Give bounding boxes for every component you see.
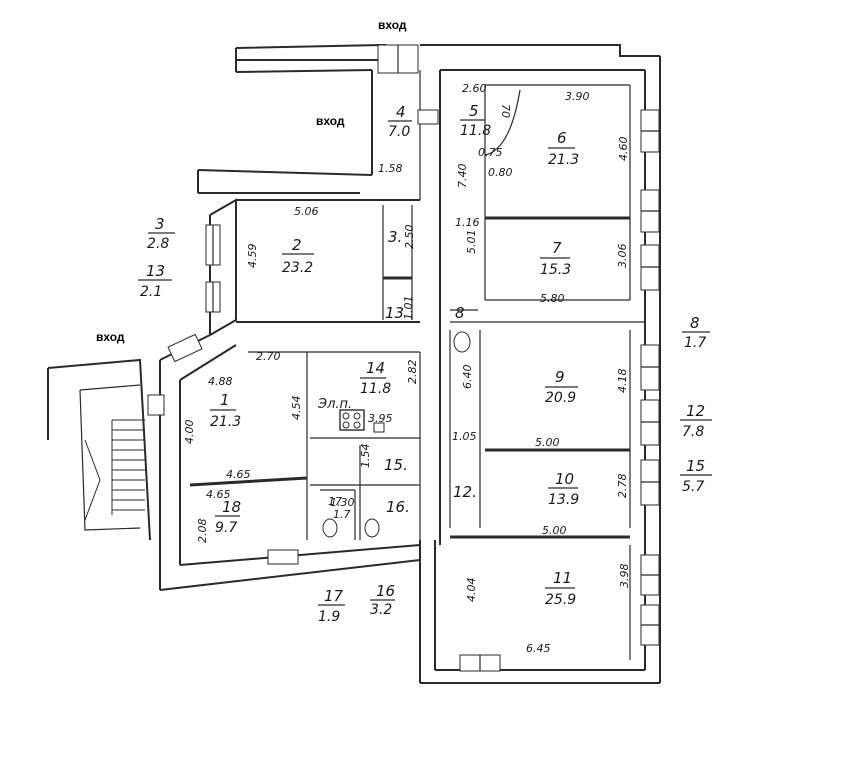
room-14-area: 11.8 bbox=[360, 381, 391, 397]
room-12-number: 12. bbox=[453, 483, 477, 501]
dim-70: 70 bbox=[499, 104, 512, 118]
dim-4-60: 4.60 bbox=[617, 137, 630, 162]
room-16-number: 16. bbox=[386, 498, 410, 516]
dim-4-59: 4.59 bbox=[246, 244, 259, 269]
room-1-number: 1 bbox=[220, 391, 230, 409]
room-4-number: 4 bbox=[396, 103, 406, 121]
dim-3-90: 3.90 bbox=[565, 90, 590, 103]
dim-5-01: 5.01 bbox=[465, 230, 478, 255]
room-4-area: 7.0 bbox=[388, 124, 410, 140]
label-15-area: 5.7 bbox=[682, 479, 704, 495]
room-2-area: 23.2 bbox=[282, 260, 313, 276]
fraction-lines bbox=[138, 119, 712, 606]
label-8-area: 1.7 bbox=[684, 335, 706, 351]
entrance-label-upper-left: вход bbox=[316, 114, 345, 128]
dim-4-88: 4.88 bbox=[208, 375, 233, 388]
dim-5-00-lower: 5.00 bbox=[542, 524, 567, 537]
room-14-number: 14 bbox=[366, 359, 385, 377]
label-17-number: 17 bbox=[324, 587, 344, 605]
dim-4-65-upper: 4.65 bbox=[226, 468, 251, 481]
dim-0-75: 0.75 bbox=[478, 146, 503, 159]
label-16-area: 3.2 bbox=[370, 602, 392, 618]
room-5-area: 11.8 bbox=[460, 123, 491, 139]
dim-2-08: 2.08 bbox=[196, 519, 209, 544]
label-15-number: 15 bbox=[686, 457, 705, 475]
label-12-area: 7.8 bbox=[682, 424, 704, 440]
windows bbox=[147, 44, 660, 672]
room-3-number: 3. bbox=[388, 228, 402, 246]
dim-2-82: 2.82 bbox=[406, 360, 419, 385]
room-8-number: 8 bbox=[455, 304, 465, 322]
outer-walls bbox=[47, 43, 661, 684]
dim-1-16: 1.16 bbox=[455, 216, 480, 229]
room-17-area: 1.7 bbox=[333, 508, 351, 521]
dim-1-58: 1.58 bbox=[378, 162, 403, 175]
dim-4-18: 4.18 bbox=[616, 369, 629, 394]
room-10-area: 13.9 bbox=[548, 492, 579, 508]
dim-4-00: 4.00 bbox=[183, 420, 196, 445]
dim-4-65-lower: 4.65 bbox=[206, 488, 231, 501]
room-9-area: 20.9 bbox=[545, 390, 576, 406]
dim-2-50: 2.50 bbox=[403, 225, 416, 250]
label-16-number: 16 bbox=[376, 582, 395, 600]
label-13-area: 2.1 bbox=[140, 284, 162, 300]
dim-3-95: 3.95 bbox=[368, 412, 393, 425]
dim-2-60: 2.60 bbox=[462, 82, 487, 95]
entrance-label-left: вход bbox=[96, 330, 125, 344]
dim-5-06: 5.06 bbox=[294, 205, 319, 218]
room-13-number: 13 bbox=[385, 304, 404, 322]
sanitary-fixtures bbox=[322, 331, 471, 538]
staircase bbox=[84, 419, 145, 521]
label-17-area: 1.9 bbox=[318, 609, 340, 625]
dim-7-40: 7.40 bbox=[456, 164, 469, 189]
dim-3-06: 3.06 bbox=[616, 244, 629, 269]
room-1-area: 21.3 bbox=[210, 414, 241, 430]
stove-label: Эл.п. bbox=[317, 397, 352, 412]
room-18-number: 18 bbox=[222, 498, 241, 516]
room-labels: 4 7.0 5 11.8 6 21.3 2 23.2 7 15.3 8 9 20… bbox=[210, 102, 579, 608]
room-11-number: 11 bbox=[553, 569, 572, 587]
outside-labels: 3 2.8 13 2.1 8 1.7 12 7.8 15 5.7 17 1.9 … bbox=[140, 215, 706, 625]
dim-4-04: 4.04 bbox=[465, 578, 478, 603]
dim-6-45: 6.45 bbox=[526, 642, 551, 655]
dim-5-00-upper: 5.00 bbox=[535, 436, 560, 449]
room-6-number: 6 bbox=[557, 129, 567, 147]
room-17-number: 17 bbox=[328, 495, 342, 508]
room-10-number: 10 bbox=[555, 470, 574, 488]
room-11-area: 25.9 bbox=[545, 592, 576, 608]
partitions bbox=[189, 70, 645, 660]
room-15-number: 15. bbox=[384, 456, 408, 474]
dim-0-80: 0.80 bbox=[488, 166, 513, 179]
room-7-number: 7 bbox=[552, 239, 562, 257]
room-2-number: 2 bbox=[292, 236, 302, 254]
dim-3-98: 3.98 bbox=[618, 564, 631, 589]
room-9-number: 9 bbox=[555, 368, 565, 386]
room-5-number: 5 bbox=[469, 102, 479, 120]
label-13-number: 13 bbox=[146, 262, 165, 280]
label-3-number: 3 bbox=[155, 215, 165, 233]
dim-2-78: 2.78 bbox=[616, 474, 629, 499]
dim-2-70: 2.70 bbox=[256, 350, 281, 363]
dim-1-30: 1.30 bbox=[330, 496, 355, 509]
room-6-area: 21.3 bbox=[548, 152, 579, 168]
dim-4-54: 4.54 bbox=[290, 396, 303, 421]
room-7-area: 15.3 bbox=[540, 262, 571, 278]
label-3-area: 2.8 bbox=[147, 236, 169, 252]
room-18-area: 9.7 bbox=[215, 520, 237, 536]
dim-1-01: 1.01 bbox=[402, 296, 415, 321]
dim-5-80: 5.80 bbox=[540, 292, 565, 305]
label-8-number: 8 bbox=[690, 314, 700, 332]
entrance-label-top: вход bbox=[378, 18, 407, 32]
dim-6-40: 6.40 bbox=[461, 365, 474, 390]
stove bbox=[339, 409, 385, 433]
dim-1-54: 1.54 bbox=[359, 444, 372, 469]
dim-1-05: 1.05 bbox=[452, 430, 477, 443]
label-12-number: 12 bbox=[686, 402, 705, 420]
dimension-labels: 2.60 3.90 70 0.75 0.80 4.60 7.40 1.58 5.… bbox=[183, 82, 631, 655]
